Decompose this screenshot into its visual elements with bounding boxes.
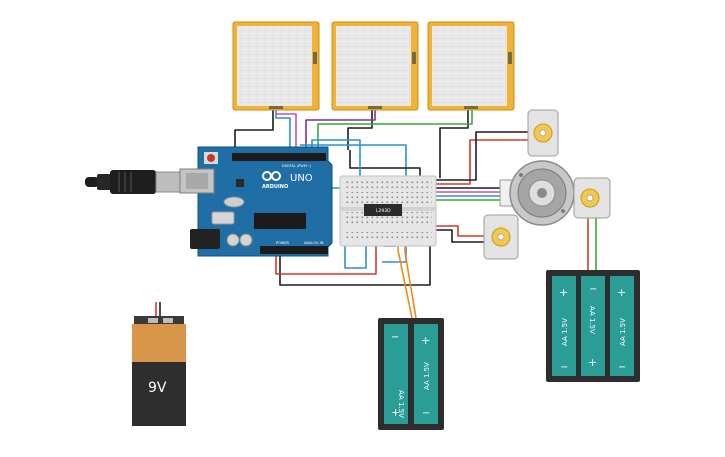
sensor-module[interactable] bbox=[427, 21, 515, 111]
wire bbox=[311, 139, 361, 200]
chip-icon[interactable]: L293D bbox=[364, 204, 402, 216]
wire bbox=[430, 131, 528, 181]
wire bbox=[275, 110, 291, 150]
wire bbox=[344, 228, 367, 269]
cell-plus-sign: + bbox=[617, 286, 626, 299]
cell-minus-sign: − bbox=[618, 362, 626, 373]
wire bbox=[430, 225, 484, 237]
chip-label: L293D bbox=[376, 208, 391, 214]
dc-motor-icon[interactable] bbox=[573, 177, 611, 219]
power-pins-label: POWER bbox=[276, 241, 290, 245]
battery-cell-label: AA 1.5V bbox=[561, 318, 569, 346]
battery-icon[interactable]: 9V bbox=[132, 316, 186, 426]
usb-cable-icon[interactable] bbox=[85, 170, 181, 194]
digital-pins-label: DIGITAL (PWM~) bbox=[282, 164, 312, 168]
dc-motor-icon[interactable] bbox=[527, 109, 559, 157]
arduino-uno-board[interactable]: ARDUINO UNO DIGITAL (PWM~) POWER ANALOG … bbox=[179, 146, 333, 257]
wire bbox=[234, 110, 274, 150]
battery-cell-label: AA 1.5V bbox=[588, 306, 596, 334]
wire bbox=[279, 238, 431, 286]
cell-plus-sign: + bbox=[588, 356, 597, 369]
battery-cell-label: AA 1.5V bbox=[619, 318, 627, 346]
wire bbox=[430, 139, 528, 185]
sensor-module[interactable] bbox=[331, 21, 419, 111]
cell-minus-sign: − bbox=[560, 362, 568, 373]
battery-cell-label: AA 1.5V bbox=[423, 362, 431, 390]
analog-pins-label: ANALOG IN bbox=[304, 241, 324, 245]
battery-cell-label: AA 1.5V bbox=[397, 390, 405, 418]
wire bbox=[276, 113, 297, 150]
cell-minus-sign: − bbox=[391, 332, 399, 343]
sensor-module[interactable] bbox=[232, 21, 320, 111]
battery-pack-3aa[interactable]: + − − + + − AA 1.5V AA 1.5V AA 1.5V bbox=[546, 270, 640, 382]
wire bbox=[317, 110, 473, 150]
battery-pack-2aa[interactable]: − + + − AA 1.5V AA 1.5V bbox=[378, 318, 444, 430]
battery-voltage-label: 9V bbox=[148, 380, 167, 396]
cell-minus-sign: − bbox=[589, 284, 597, 295]
arduino-logo-text: ARDUINO bbox=[262, 184, 288, 190]
wire bbox=[275, 236, 377, 275]
cell-plus-sign: + bbox=[421, 334, 430, 347]
wire bbox=[430, 229, 484, 243]
arduino-logo-icon bbox=[262, 171, 281, 181]
stepper-motor-icon[interactable] bbox=[499, 160, 575, 226]
wire bbox=[347, 110, 373, 150]
wire bbox=[439, 110, 469, 178]
cell-plus-sign: + bbox=[391, 406, 400, 419]
cell-plus-sign: + bbox=[559, 286, 568, 299]
dc-motor-icon[interactable] bbox=[483, 214, 519, 260]
board-model-label: UNO bbox=[290, 173, 313, 184]
wire bbox=[305, 110, 376, 150]
cell-minus-sign: − bbox=[422, 408, 430, 419]
